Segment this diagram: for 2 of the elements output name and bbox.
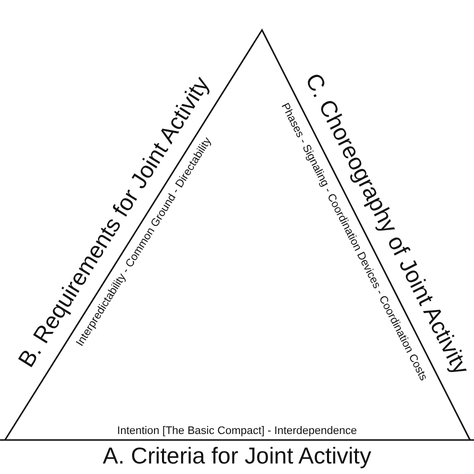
side-caption: Intention [The Basic Compact] - Interdependence bbox=[117, 424, 357, 438]
side-heading: A. Criteria for Joint Activity bbox=[102, 443, 372, 469]
